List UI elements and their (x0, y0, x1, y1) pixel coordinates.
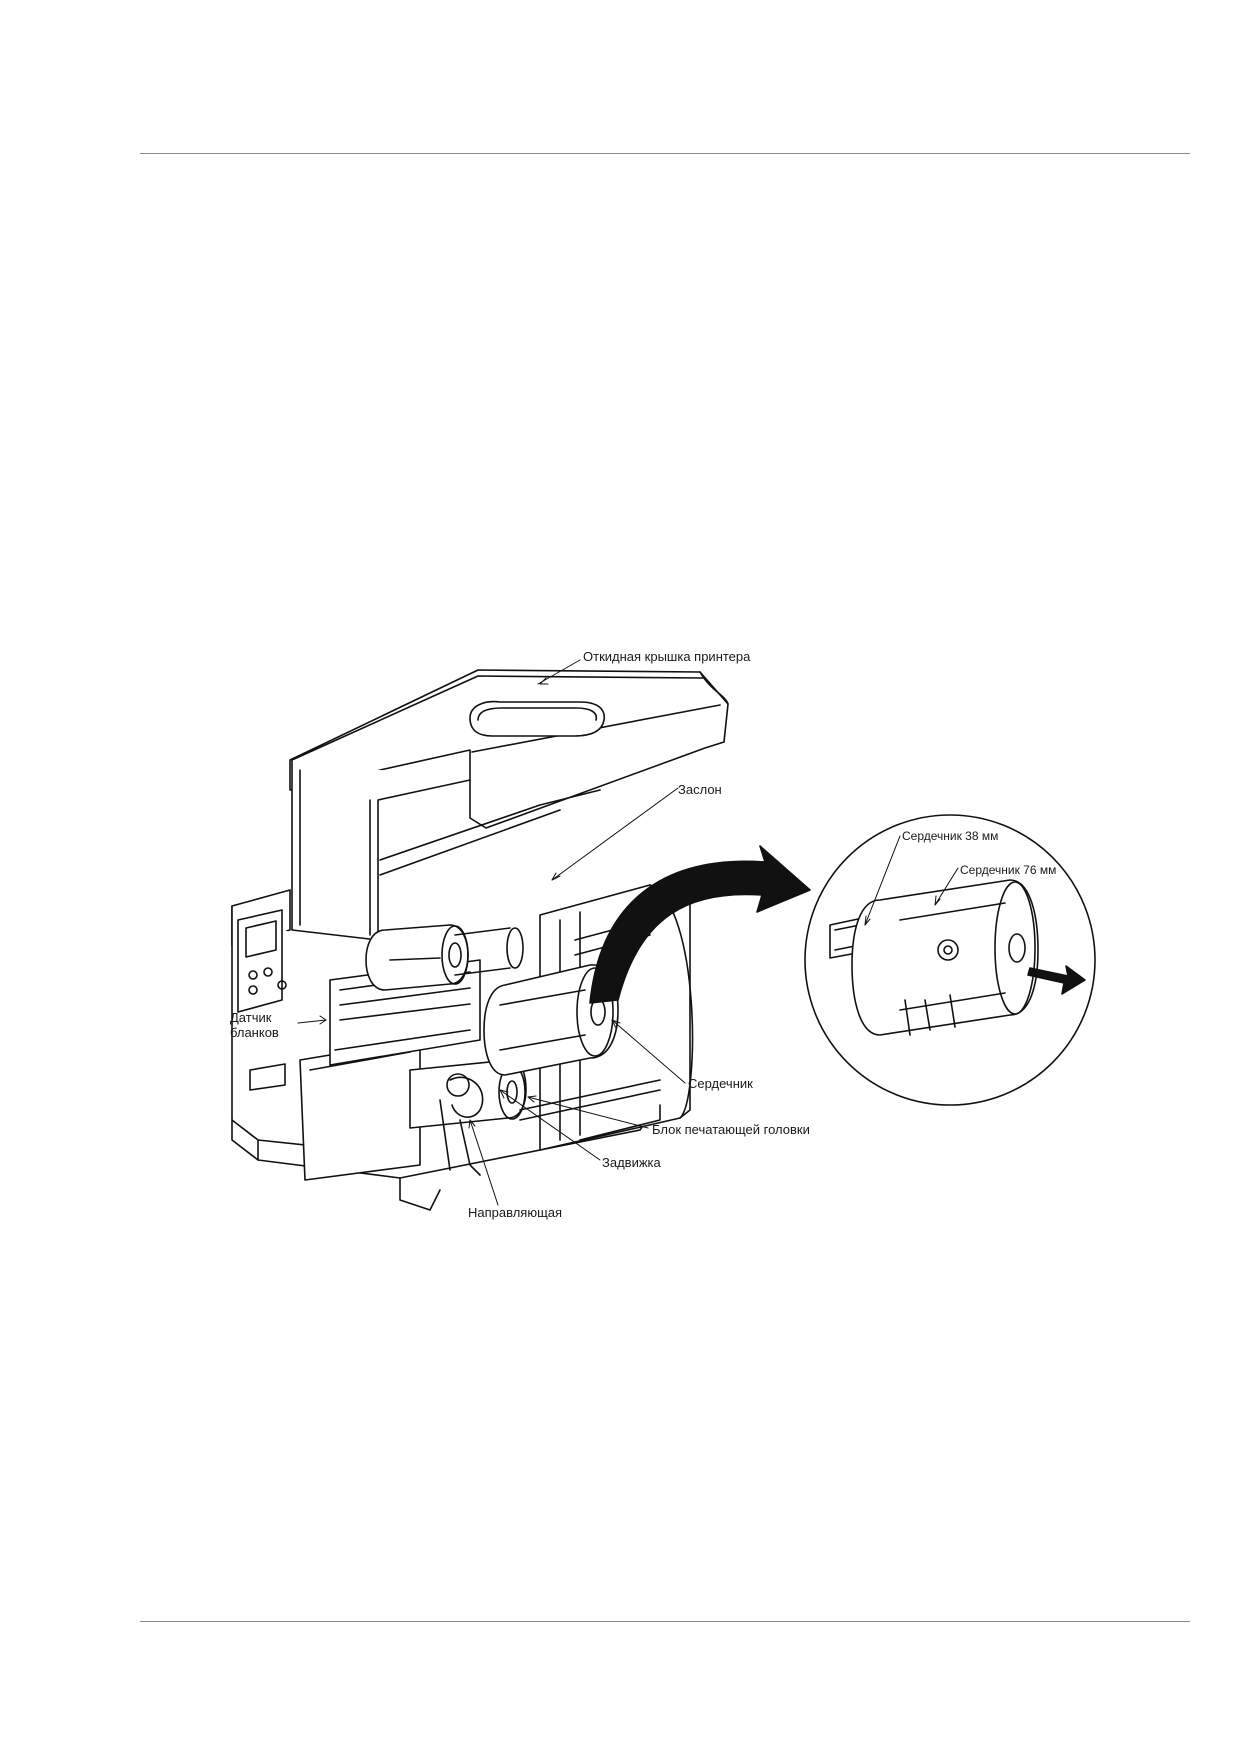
ribbon-supply-assembly (483, 884, 694, 1151)
zoom-detail (804, 814, 1096, 1106)
label-guide: Направляющая (468, 1205, 563, 1220)
label-label-sensor: Датчик бланков (230, 1010, 279, 1040)
leader-lines (297, 659, 959, 1206)
label-core-76: Сердечник 76 мм (960, 863, 1057, 877)
label-printer-cover: Откидная крышка принтера (583, 649, 751, 664)
printer-cover (289, 669, 729, 941)
label-printhead-assembly: Блок печатающей головки (652, 1122, 810, 1137)
label-core-38: Сердечник 38 мм (902, 829, 999, 843)
label-core: Сердечник (688, 1076, 753, 1091)
footer-rule (140, 1621, 1190, 1622)
print-mechanism (329, 924, 527, 1176)
curved-arrow (589, 845, 811, 1004)
label-shutter: Заслон (678, 782, 722, 797)
label-latch: Задвижка (602, 1155, 661, 1170)
header-rule (140, 153, 1190, 154)
